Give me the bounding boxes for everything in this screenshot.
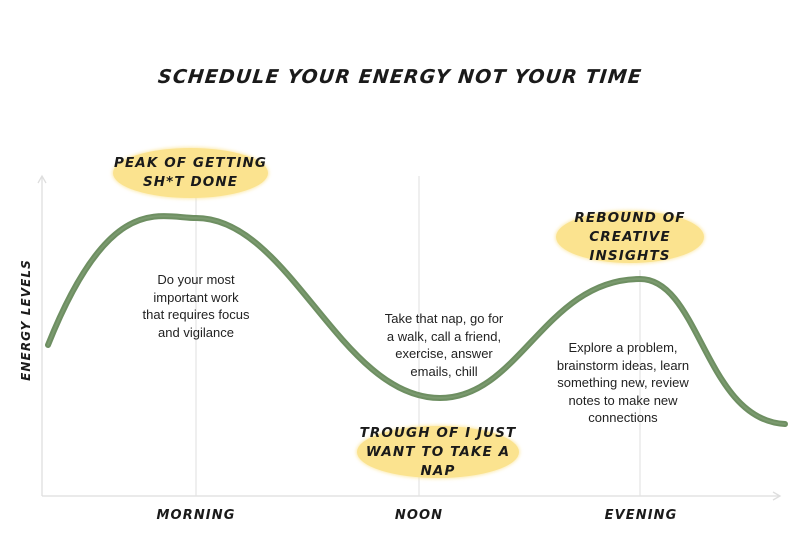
evening-description: Explore a problem, brainstorm ideas, lea… — [543, 339, 703, 427]
arrow-up-icon — [37, 174, 47, 184]
x-label-noon: NOON — [394, 508, 444, 523]
peak-callout-line-1: PEAK OF GETTING — [113, 155, 268, 171]
noon-description-line: exercise, answer — [395, 346, 493, 361]
evening-description-line: notes to make new — [568, 392, 678, 408]
peak-callout: PEAK OF GETTING SH*T DONE — [113, 148, 268, 198]
energy-curve-highlight — [47, 215, 786, 425]
x-label-evening: EVENING — [604, 508, 678, 523]
trough-callout-line-1: TROUGH OF I JUST — [359, 424, 517, 441]
evening-description-line: brainstorm ideas, learn — [556, 357, 690, 373]
morning-description-line: and vigilance — [158, 324, 234, 340]
arrow-right-icon — [772, 491, 782, 501]
trough-callout-line-2: WANT TO TAKE A NAP — [365, 443, 511, 479]
noon-description: Take that nap, go for a walk, call a fri… — [364, 310, 524, 380]
rebound-callout: REBOUND OF CREATIVE INSIGHTS — [556, 209, 704, 264]
morning-description-line: that requires focus — [142, 307, 250, 322]
evening-description-line: something new, review — [557, 375, 689, 390]
morning-description: Do your most important work that require… — [126, 271, 266, 341]
morning-description-line: Do your most — [157, 272, 235, 287]
peak-callout-line-2: SH*T DONE — [142, 174, 239, 190]
y-axis-label: ENERGY LEVELS — [19, 259, 33, 381]
noon-description-line: Take that nap, go for — [384, 311, 504, 326]
rebound-callout-line-1: REBOUND OF — [574, 209, 686, 226]
evening-description-line: connections — [588, 410, 658, 425]
noon-description-line: a walk, call a friend, — [386, 328, 502, 344]
x-label-morning: MORNING — [156, 508, 236, 523]
trough-callout: TROUGH OF I JUST WANT TO TAKE A NAP — [357, 424, 519, 479]
rebound-callout-line-2: CREATIVE INSIGHTS — [589, 228, 671, 264]
morning-description-line: important work — [153, 289, 239, 305]
noon-description-line: emails, chill — [410, 363, 478, 379]
evening-description-line: Explore a problem, — [568, 340, 678, 355]
